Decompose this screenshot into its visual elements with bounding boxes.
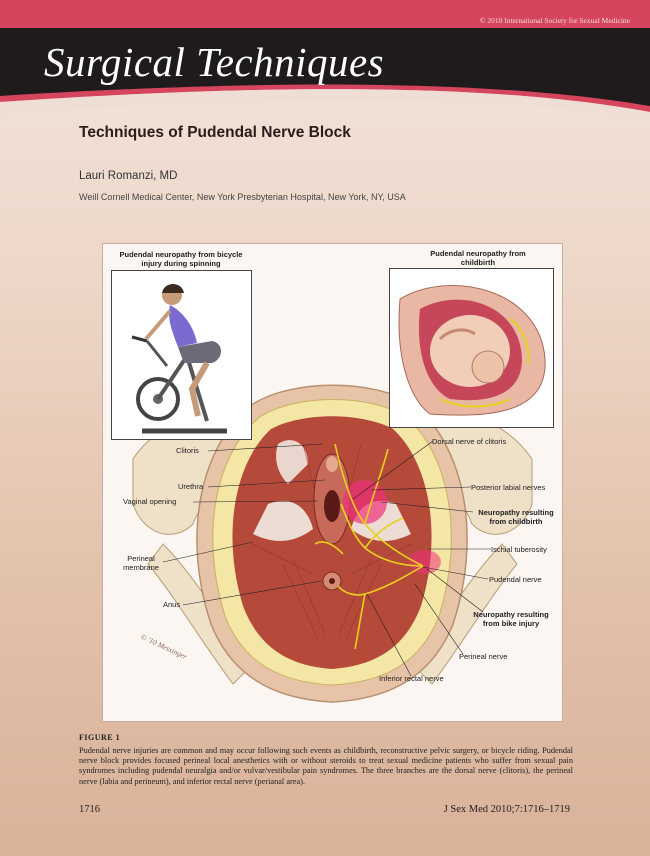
figure-label: FIGURE 1 <box>79 733 121 742</box>
article-title: Techniques of Pudendal Nerve Block <box>79 124 351 141</box>
label-neuropathy-bike: Neuropathy resulting from bike injury <box>466 610 556 628</box>
label-vaginal-opening: Vaginal opening <box>123 497 177 506</box>
label-perineal-nerve: Perineal nerve <box>459 652 508 661</box>
label-neuropathy-bike-text: Neuropathy resulting from bike injury <box>473 610 549 628</box>
figure-caption: Pudendal nerve injuries are common and m… <box>79 746 573 786</box>
label-neuropathy-childbirth: Neuropathy resulting from childbirth <box>471 508 561 526</box>
inset-childbirth-image <box>389 268 554 428</box>
author-affiliation: Weill Cornell Medical Center, New York P… <box>79 192 406 202</box>
label-perineal-membrane-text: Perineal membrane <box>123 554 159 572</box>
label-posterior-labial-nerves: Posterior labial nerves <box>471 483 546 492</box>
inset-bicycle-image <box>111 270 252 440</box>
inset-caption-bicycle: Pudendal neuropathy from bicycle injury … <box>119 250 243 268</box>
journal-citation: J Sex Med 2010;7:1716–1719 <box>443 804 570 815</box>
label-urethra: Urethra <box>178 482 204 491</box>
label-perineal-membrane: Perineal membrane <box>121 554 161 572</box>
copyright-notice: © 2010 International Society for Sexual … <box>479 16 630 25</box>
label-clitoris: Clitoris <box>176 446 199 455</box>
author-name: Lauri Romanzi, MD <box>79 170 178 182</box>
figure-1-illustration: Pudendal neuropathy from bicycle injury … <box>102 243 563 722</box>
header-band <box>0 0 650 120</box>
childbirth-illustration <box>390 269 553 427</box>
pelvic-anatomy-illustration <box>132 384 533 703</box>
label-neuropathy-childbirth-text: Neuropathy resulting from childbirth <box>478 508 554 526</box>
label-dorsal-nerve: Dorsal nerve of clitoris <box>432 437 507 446</box>
label-anus: Anus <box>163 600 181 609</box>
section-title: Surgical Techniques <box>44 39 385 85</box>
label-pudendal-nerve: Pudendal nerve <box>489 575 542 584</box>
cyclist-illustration <box>112 271 251 439</box>
label-inferior-rectal-nerve: Inferior rectal nerve <box>379 674 444 683</box>
inset-caption-childbirth: Pudendal neuropathy from childbirth <box>430 249 526 267</box>
label-ischial-tuberosity: Ischial tuberosity <box>491 545 547 554</box>
page-number: 1716 <box>79 804 100 815</box>
